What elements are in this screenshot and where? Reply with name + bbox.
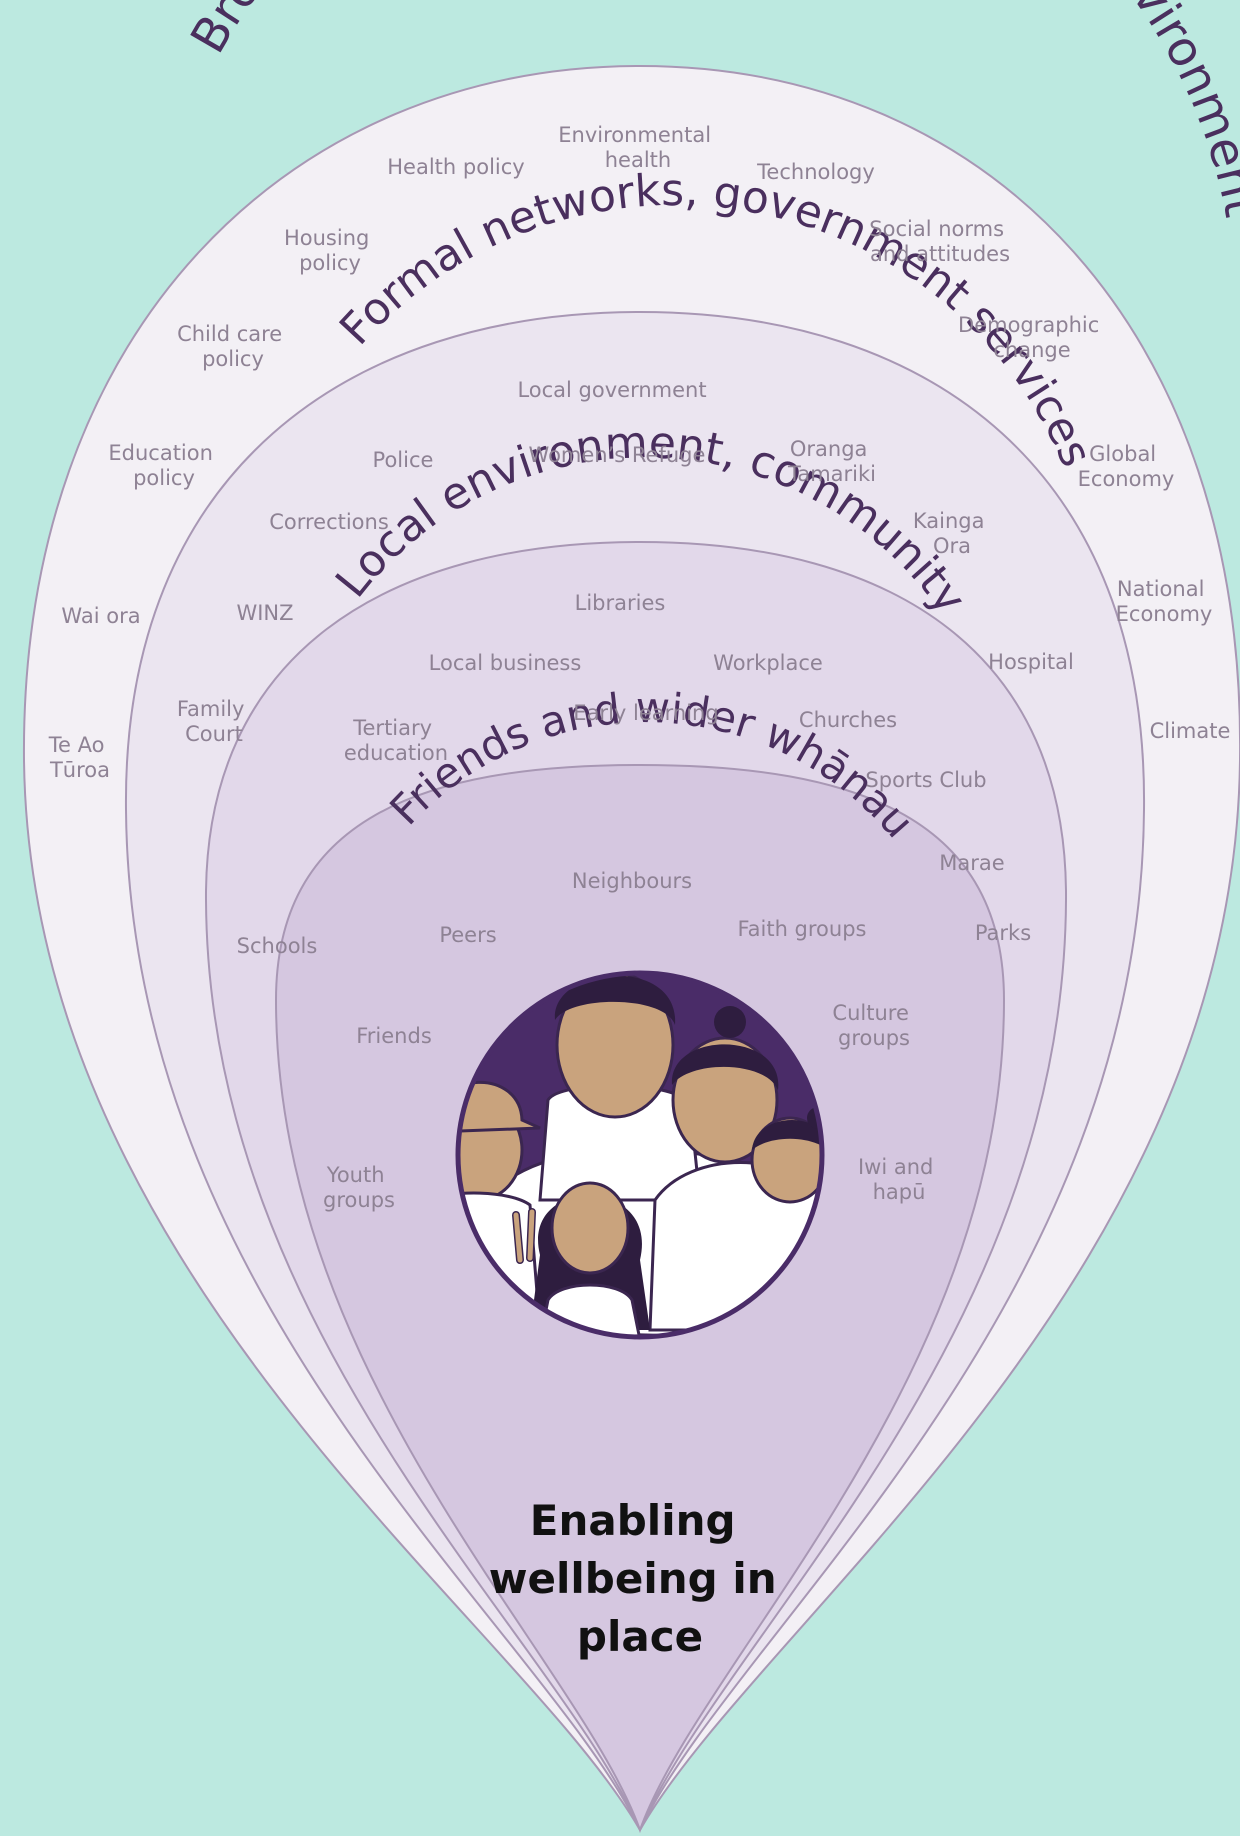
item-environmental-health: Environmental health [558, 123, 717, 172]
item-womens-refuge: Women’s Refuge [529, 443, 706, 467]
item-te-ao-turoa: Te Ao Tūroa [48, 733, 111, 782]
item-oranga-tamariki: Oranga Tamariki [787, 437, 876, 486]
item-youth-groups: Youth groups [323, 1163, 395, 1212]
item-hospital: Hospital [988, 650, 1074, 674]
item-tertiary-education: Tertiary education [344, 716, 448, 765]
item-police: Police [373, 448, 434, 472]
item-corrections: Corrections [269, 510, 389, 534]
item-health-policy: Health policy [387, 155, 524, 179]
item-education-policy: Education policy [108, 441, 219, 490]
friends-items: Neighbours Peers Faith groups Friends Cu… [323, 869, 940, 1212]
item-neighbours: Neighbours [572, 869, 692, 893]
item-technology: Technology [756, 160, 875, 184]
item-schools: Schools [237, 934, 318, 958]
item-kainga-ora: Kainga Ora [913, 509, 991, 558]
item-child-care-policy: Child care policy [177, 322, 289, 371]
item-iwi-and-hapu: Iwi and hapū [858, 1155, 940, 1204]
item-wai-ora: Wai ora [61, 604, 140, 628]
item-climate: Climate [1150, 719, 1231, 743]
item-housing-policy: Housing policy [284, 226, 376, 275]
item-local-government: Local government [517, 378, 706, 402]
item-marae: Marae [939, 851, 1004, 875]
item-workplace: Workplace [713, 651, 823, 675]
local-items: Libraries Local business Workplace Early… [237, 591, 1032, 958]
broader-items: Environmental health Health policy Techn… [48, 123, 1231, 782]
item-local-business: Local business [429, 651, 582, 675]
item-friends: Friends [356, 1024, 432, 1048]
item-peers: Peers [439, 923, 496, 947]
formal-items: Local government Police Women’s Refuge O… [177, 378, 1074, 746]
item-national-economy: National Economy [1116, 577, 1213, 626]
item-sports-club: Sports Club [865, 768, 986, 792]
item-libraries: Libraries [575, 591, 666, 615]
item-parks: Parks [975, 921, 1031, 945]
center-title: Enabling wellbeing in place [489, 1496, 792, 1661]
item-social-norms: Social norms and attitudes [869, 217, 1010, 266]
item-global-economy: Global Economy [1078, 442, 1175, 491]
item-culture-groups: Culture groups [832, 1001, 915, 1050]
item-demographic-change: Demographic change [958, 313, 1106, 362]
item-winz: WINZ [236, 601, 293, 625]
item-family-court: Family Court [177, 697, 251, 746]
item-churches: Churches [799, 708, 897, 732]
item-early-learning: Early learning [573, 701, 718, 725]
item-faith-groups: Faith groups [737, 917, 866, 941]
